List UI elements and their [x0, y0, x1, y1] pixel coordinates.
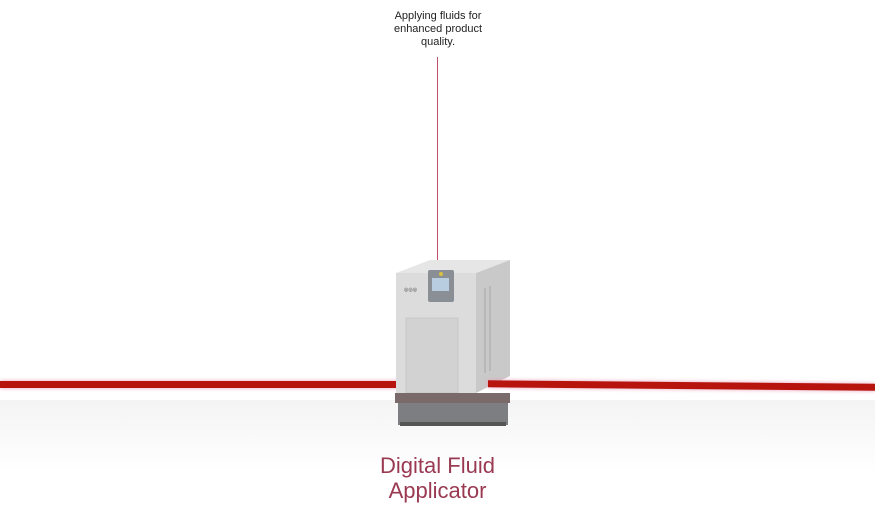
callout-leader-line	[437, 57, 438, 269]
product-title-line1: Digital Fluid	[380, 453, 495, 478]
product-title: Digital Fluid Applicator	[330, 453, 545, 503]
svg-text:◎◎◎: ◎◎◎	[404, 287, 418, 293]
conveyor-belt-right	[488, 380, 875, 391]
feature-callout: Applying fluids for enhanced product qua…	[393, 10, 483, 48]
product-title-line2: Applicator	[388, 478, 487, 503]
conveyor-belt-left	[0, 381, 398, 388]
fluid-applicator-machine: ◎◎◎	[395, 260, 510, 426]
